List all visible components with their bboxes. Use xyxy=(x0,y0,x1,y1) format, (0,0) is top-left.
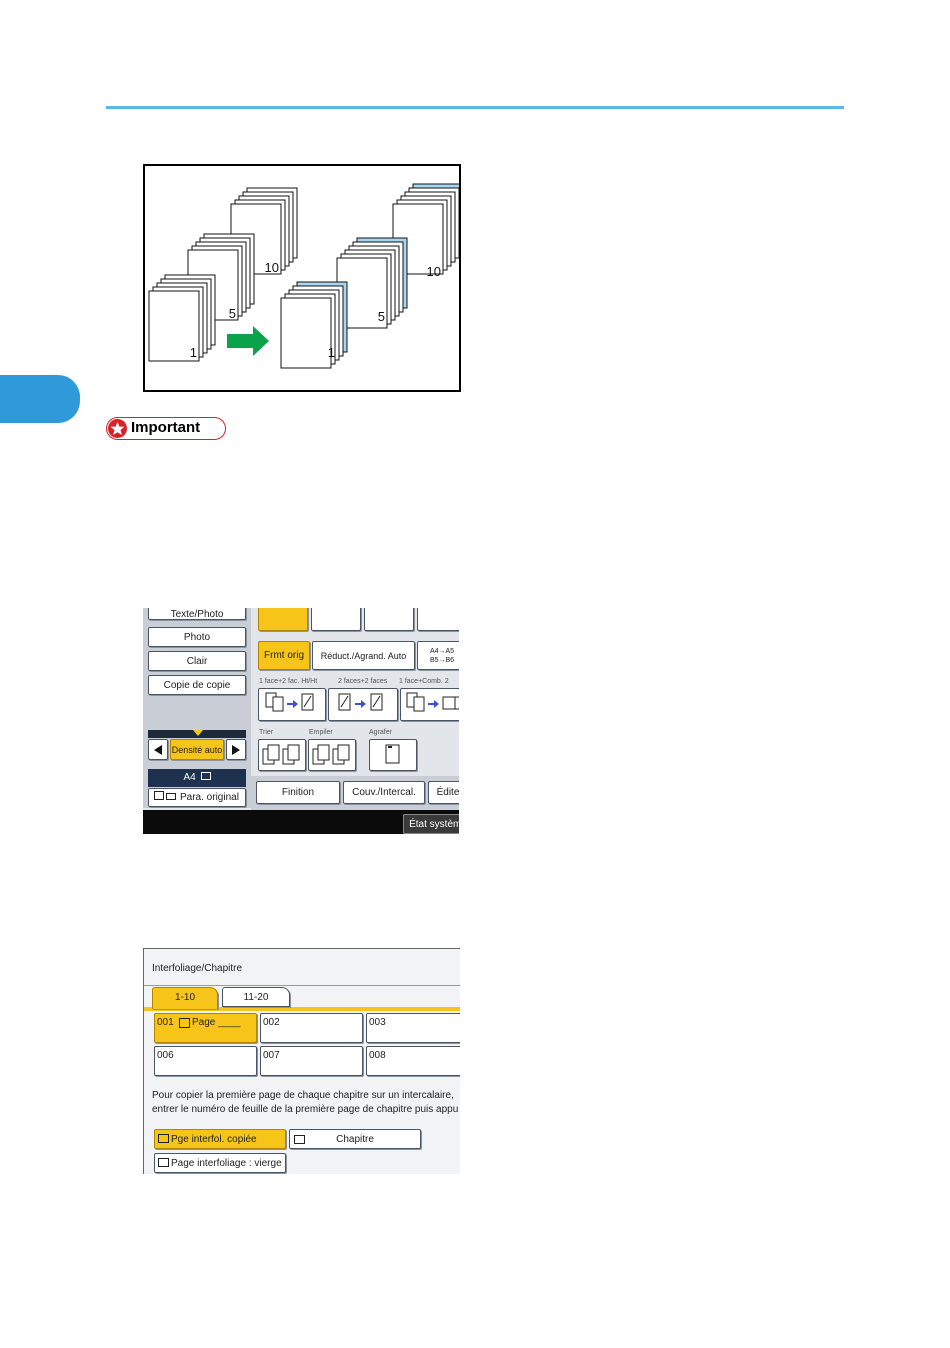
paper-size-label: A4 xyxy=(183,772,196,783)
important-badge: Important xyxy=(106,417,226,440)
one-to-combine-icon xyxy=(406,692,459,712)
edit-tab[interactable]: Édite xyxy=(428,781,459,804)
sort-label: Trier xyxy=(259,729,274,736)
paper-tray-1-button[interactable] xyxy=(258,608,308,631)
instruction-line-1: Pour copier la première page de chaque c… xyxy=(152,1090,454,1101)
one-to-combine-button[interactable] xyxy=(400,688,459,721)
two-to-two-sided-icon xyxy=(338,693,383,711)
right-label-10: 10 xyxy=(427,264,441,279)
arrow-right-icon xyxy=(227,326,269,356)
cell-number: 002 xyxy=(263,1017,280,1028)
designate-chapter-screen: Interfoliage/Chapitre 1-10 11-20 001 Pag… xyxy=(143,948,460,1174)
mode-copy-of-copy-button[interactable]: Copie de copie xyxy=(148,675,246,695)
cell-number: 003 xyxy=(369,1017,386,1028)
stack-label: Empiler xyxy=(309,729,333,736)
stack-icon xyxy=(312,744,350,765)
triangle-right-icon xyxy=(232,745,240,755)
important-label: Important xyxy=(131,419,201,436)
star-icon xyxy=(108,419,127,438)
sort-button[interactable] xyxy=(258,739,306,771)
chapter-cell-001[interactable]: 001 Page ____ xyxy=(154,1013,257,1043)
staple-label: Agrafer xyxy=(369,729,392,736)
blank-slip-sheet-icon xyxy=(158,1158,169,1167)
cell-text: Page ____ xyxy=(192,1017,241,1028)
paper-tray-3-button[interactable] xyxy=(364,608,414,631)
left-label-1: 1 xyxy=(190,345,197,360)
tab-1-10[interactable]: 1-10 xyxy=(152,987,218,1009)
tab-11-20[interactable]: 11-20 xyxy=(222,987,290,1007)
copied-slip-sheet-icon xyxy=(158,1134,169,1143)
left-label-10: 10 xyxy=(265,260,279,275)
mode-clair-button[interactable]: Clair xyxy=(148,651,246,671)
screen-title: Interfoliage/Chapitre xyxy=(152,963,243,974)
sort-icon xyxy=(262,744,300,765)
paper-tray-2-button[interactable] xyxy=(311,608,361,631)
staple-button[interactable] xyxy=(369,739,417,771)
tab-underline xyxy=(144,1007,460,1011)
original-settings-button[interactable]: Para. original xyxy=(148,788,246,807)
cell-number: 001 xyxy=(157,1017,174,1028)
preset-ratio-button[interactable]: A4→A5 B5→B6 xyxy=(417,641,459,670)
auto-reduce-enlarge-button[interactable]: Réduct./Agrand. Auto xyxy=(312,641,415,670)
paper-tray-4-button[interactable] xyxy=(417,608,459,631)
chapter-label: Chapitre xyxy=(336,1134,374,1145)
original-settings-label: Para. original xyxy=(180,792,239,803)
original-settings-icon-2 xyxy=(166,793,176,800)
instruction-line-2: entrer le numéro de feuille de la premiè… xyxy=(152,1104,459,1115)
cell-number: 006 xyxy=(157,1050,174,1061)
page-icon xyxy=(179,1018,190,1028)
duplex-label-2: 2 faces+2 faces xyxy=(338,678,388,685)
staple-icon xyxy=(385,744,400,764)
density-marker-icon xyxy=(193,730,203,736)
left-label-5: 5 xyxy=(229,306,236,321)
copier-main-screen: Texte/Photo Photo Clair Copie de copie D… xyxy=(143,608,459,834)
chapter-side-tab xyxy=(0,375,80,423)
chapter-cell-002[interactable]: 002 xyxy=(260,1013,363,1043)
title-divider xyxy=(144,985,460,986)
chapter-cell-008[interactable]: 008 xyxy=(366,1046,460,1076)
duplex-label-3: 1 face+Comb. 2 xyxy=(399,678,449,685)
density-decrease-button[interactable] xyxy=(148,739,168,760)
chapter-cell-006[interactable]: 006 xyxy=(154,1046,257,1076)
chapter-icon xyxy=(294,1135,305,1144)
right-label-5: 5 xyxy=(378,309,385,324)
cover-slip-sheet-tab[interactable]: Couv./Intercal. xyxy=(343,781,425,804)
cell-number: 008 xyxy=(369,1050,386,1061)
original-settings-icon xyxy=(154,791,164,800)
auto-density-button[interactable]: Densité auto xyxy=(170,739,224,760)
triangle-left-icon xyxy=(154,745,162,755)
one-to-two-sided-icon xyxy=(265,692,314,712)
chapter-cell-007[interactable]: 007 xyxy=(260,1046,363,1076)
mode-photo-button[interactable]: Photo xyxy=(148,627,246,647)
paper-size-indicator: A4 xyxy=(148,769,246,787)
page-stacks-diagram: 10 5 1 10 5 1 xyxy=(148,183,464,369)
finishing-tab[interactable]: Finition xyxy=(256,781,340,804)
density-increase-button[interactable] xyxy=(226,739,246,760)
chapter-cell-003[interactable]: 003 xyxy=(366,1013,460,1043)
sorting-illustration: 10 5 1 10 5 1 xyxy=(143,164,464,392)
one-to-two-sided-button[interactable] xyxy=(258,688,326,721)
original-format-button[interactable]: Frmt orig xyxy=(258,641,310,670)
mode-text-photo-button[interactable]: Texte/Photo xyxy=(148,608,246,620)
paper-orientation-icon xyxy=(200,772,211,780)
blank-slip-sheet-button[interactable]: Page interfoliage : vierge xyxy=(154,1153,286,1173)
right-label-1: 1 xyxy=(328,345,335,360)
header-rule xyxy=(106,106,844,109)
copied-slip-sheet-button[interactable]: Pge interfol. copiée xyxy=(154,1129,286,1149)
duplex-label-1: 1 face+2 fac. Ht/Ht xyxy=(259,678,318,685)
copied-slip-sheet-label: Pge interfol. copiée xyxy=(171,1134,257,1145)
two-to-two-sided-button[interactable] xyxy=(328,688,398,721)
left-stack-bottom-sheet xyxy=(148,290,200,362)
chapter-button[interactable]: Chapitre xyxy=(289,1129,421,1149)
stack-button[interactable] xyxy=(308,739,356,771)
right-stack-bottom-sheet xyxy=(280,297,332,369)
cell-number: 007 xyxy=(263,1050,280,1061)
blank-slip-sheet-label: Page interfoliage : vierge xyxy=(171,1158,282,1169)
system-status-button[interactable]: État système xyxy=(403,814,459,834)
